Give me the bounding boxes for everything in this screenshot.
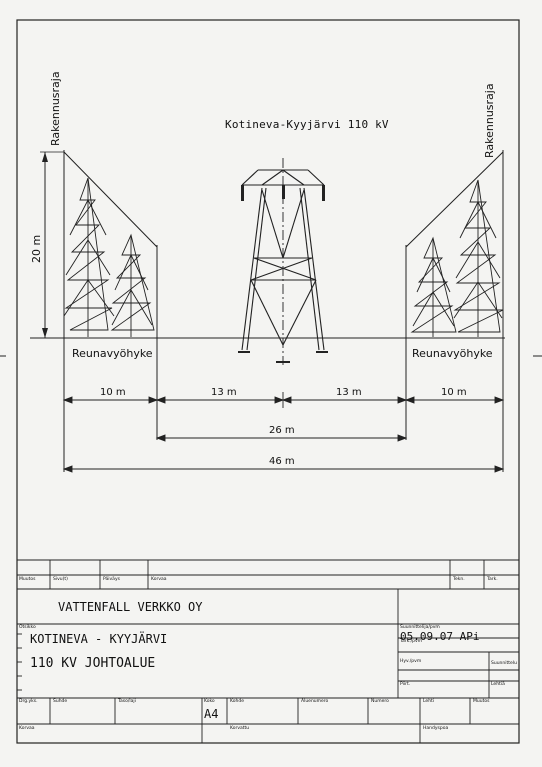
aluenumero-label: Aluenumero — [301, 699, 329, 704]
tree-icon-left-large — [63, 177, 115, 337]
right-zone-label: Reunavyöhyke — [412, 347, 493, 360]
rev-paivays-label: Päiväys — [103, 577, 120, 582]
piirt-label: Piirt. — [400, 682, 411, 687]
drawing-title-line1: KOTINEVA - KYYJÄRVI — [30, 632, 168, 646]
lehtia-label: Lehtiä — [491, 682, 505, 687]
drg-label: Drg.yks. — [19, 699, 38, 704]
tree-icon-right-large — [453, 179, 504, 337]
dim-left-edge: 10 m — [100, 387, 126, 398]
otsikko-label: Otsikko — [19, 625, 36, 630]
title-block-grid — [17, 559, 519, 743]
numero-label: Numero — [371, 699, 389, 704]
dim-right-center: 13 m — [336, 387, 362, 398]
tark-label: Tark./pvm — [400, 639, 423, 644]
left-zone-slope — [63, 151, 158, 248]
muutos-label: Muutos — [473, 699, 490, 704]
koko-value: A4 — [204, 707, 219, 721]
left-zone-label: Reunavyöhyke — [72, 347, 153, 360]
insulator-icons — [241, 185, 325, 201]
korvattu-label: Korvattu — [230, 726, 250, 731]
lehti-label: Lehti — [423, 699, 435, 704]
right-zone-slope — [405, 151, 504, 248]
dim-row-1 — [62, 392, 505, 408]
dim-total: 46 m — [269, 456, 295, 467]
company-name: VATTENFALL VERKKO OY — [58, 600, 203, 614]
rev-tark-label: Tark. — [487, 577, 498, 582]
rev-muutos-label: Muutos — [19, 577, 36, 582]
dim-row-3 — [62, 465, 505, 473]
hyv-label: Hyv./pvm — [400, 659, 422, 664]
dim-row-2 — [155, 434, 408, 442]
kohde-label: Kohde — [230, 699, 244, 704]
suhde-label: Suhde — [53, 699, 68, 704]
tree-icon-left-small — [110, 233, 155, 337]
korvaa-label: Korvaa — [19, 726, 35, 731]
rev-sivu-label: Sivu(t) — [53, 577, 68, 582]
koko-label: Koko — [204, 699, 215, 704]
tree-icon-right-small — [410, 236, 457, 337]
handyspoa-label: Handyspoa — [423, 726, 449, 731]
taso-label: Taso/laji — [118, 699, 136, 704]
suunnittelija-label: Suunnittelija/pvm — [400, 625, 440, 630]
rev-tekn-label: Tekn. — [453, 577, 465, 582]
height-dimension-label: 20 m — [30, 234, 43, 263]
drawing-title-line2: 110 KV JOHTOALUE — [30, 656, 156, 671]
dim-right-edge: 10 m — [441, 387, 467, 398]
dim-inner-total: 26 m — [269, 425, 295, 436]
suunnittelija-value: 05.09.07 APi — [400, 630, 480, 643]
left-building-limit-label: Rakennusraja — [49, 71, 62, 146]
right-building-limit-label: Rakennusraja — [483, 83, 496, 158]
sheet-border — [16, 19, 520, 744]
dim-left-center: 13 m — [211, 387, 237, 398]
suunnittelu-label: Suunnittelu — [491, 661, 517, 666]
rev-korvaa-label: Korvaa — [151, 577, 167, 582]
drawing-title: Kotineva-Kyyjärvi 110 kV — [225, 118, 389, 131]
